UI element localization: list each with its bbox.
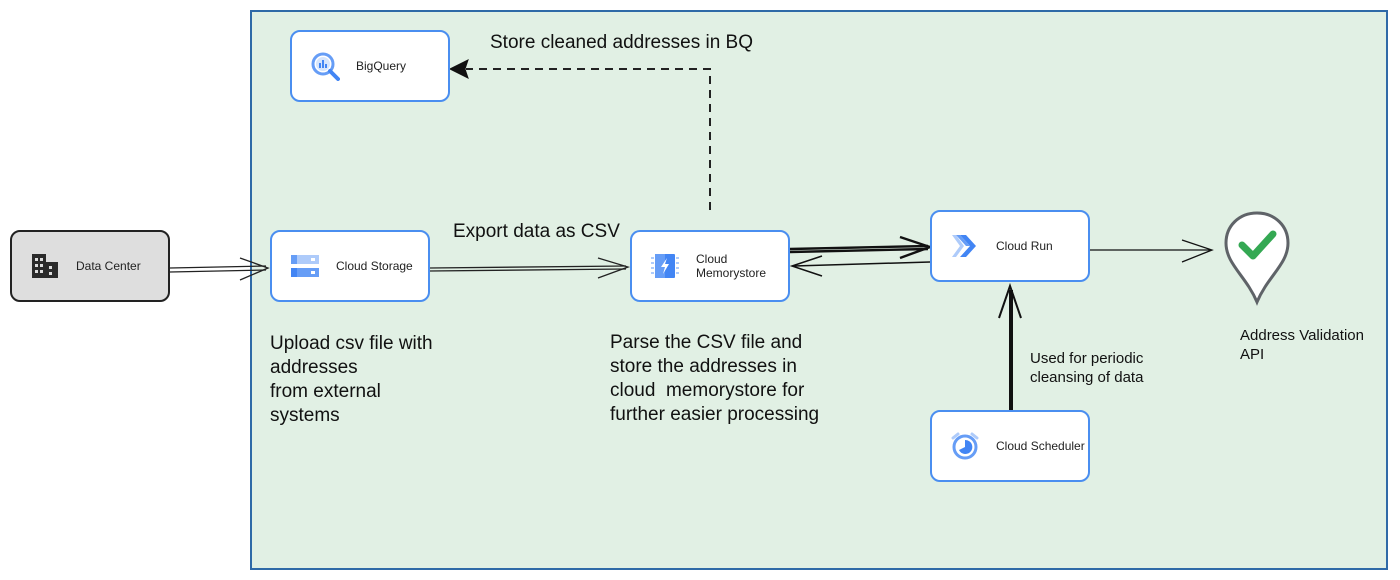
cloud-run-icon: [948, 229, 982, 263]
upload-note: Upload csv file with addresses from exte…: [270, 332, 433, 428]
cloud-storage-node[interactable]: Cloud Storage: [270, 230, 430, 302]
data-center-node[interactable]: Data Center: [10, 230, 170, 302]
cloud-run-label: Cloud Run: [996, 239, 1053, 253]
cloud-storage-label: Cloud Storage: [336, 259, 413, 273]
arrow-cloudrun-to-memorystore: [789, 255, 931, 277]
parse-note-line3: cloud memorystore for: [610, 380, 805, 401]
api-label-line1: Address Validation: [1240, 327, 1364, 344]
arrow-storage-to-memorystore: [429, 257, 631, 279]
cloud-storage-icon: [288, 249, 322, 283]
upload-note-line4: systems: [270, 405, 340, 426]
memorystore-icon: [648, 249, 682, 283]
scheduler-note: Used for periodic cleansing of data: [1030, 349, 1143, 387]
cloud-memorystore-node[interactable]: Cloud Memorystore: [630, 230, 790, 302]
memorystore-label-line2: Memorystore: [696, 266, 767, 280]
parse-note-line4: further easier processing: [610, 404, 820, 425]
arrowhead-bigquery: [448, 59, 469, 79]
parse-note: Parse the CSV file and store the address…: [610, 331, 819, 427]
gcp-region: [250, 10, 1388, 570]
cloud-scheduler-node[interactable]: Cloud Scheduler: [930, 410, 1090, 482]
arrow-memorystore-to-bigquery: [466, 68, 711, 210]
arrow-datacenter-to-storage: [169, 257, 270, 281]
arrow-scheduler-to-cloudrun: [998, 282, 1022, 410]
bigquery-icon: [308, 49, 342, 83]
upload-note-line3: from external: [270, 381, 381, 402]
store-in-bq-label: Store cleaned addresses in BQ: [490, 32, 753, 53]
upload-note-line2: addresses: [270, 357, 358, 378]
scheduler-note-line1: Used for periodic: [1030, 350, 1144, 367]
cloud-scheduler-label: Cloud Scheduler: [996, 439, 1085, 453]
scheduler-note-line2: cleansing of data: [1030, 369, 1144, 386]
address-validation-api-label: Address Validation API: [1240, 326, 1364, 364]
export-csv-label: Export data as CSV: [453, 221, 620, 242]
parse-note-line1: Parse the CSV file and: [610, 332, 803, 353]
cloud-run-node[interactable]: Cloud Run: [930, 210, 1090, 282]
memorystore-label-line1: Cloud: [696, 252, 728, 266]
map-pin-check-icon: [1224, 211, 1290, 306]
parse-note-line2: store the addresses in: [610, 356, 797, 377]
bigquery-label: BigQuery: [356, 59, 407, 73]
arrow-cloudrun-to-api: [1090, 239, 1214, 263]
api-label-line2: API: [1240, 346, 1265, 363]
arrow-memorystore-to-cloudrun: [789, 235, 934, 260]
scheduler-icon: [948, 429, 982, 463]
cloud-memorystore-label: Cloud Memorystore: [696, 252, 766, 280]
building-icon: [28, 249, 62, 283]
bigquery-node[interactable]: BigQuery: [290, 30, 450, 102]
upload-note-line1: Upload csv file with: [270, 333, 433, 354]
data-center-label: Data Center: [76, 259, 141, 273]
